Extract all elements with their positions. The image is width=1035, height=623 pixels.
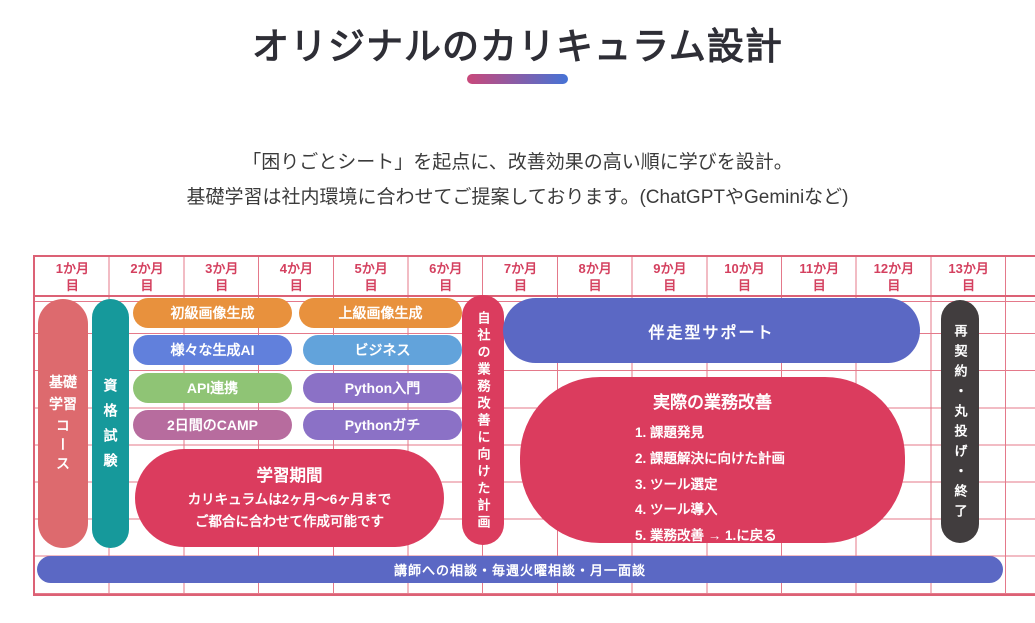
course-pill-advanced-image-generation: 上級画像生成 (299, 298, 462, 328)
business-improvement-step-4: 4. ツール導入 (635, 502, 718, 518)
page-title: オリジナルのカリキュラム設計 (252, 26, 783, 67)
course-pill-python-serious: Pythonガチ (303, 410, 462, 440)
month-header-5: 5か月 目 (354, 261, 388, 293)
learning-period-line-1: カリキュラムは2ヶ月〜6ヶ月まで (187, 492, 392, 507)
business-improvement-steps: 1. 課題発見 2. 課題解決に向けた計画 3. ツール選定 4. ツール導入 … (635, 420, 905, 549)
month-header-11: 11か月 目 (799, 261, 840, 293)
track-own-business-improvement-plan: 自社の業務改善に向けた計画 (462, 295, 504, 545)
month-header-9: 9か月 目 (653, 261, 687, 293)
month-header-row: 1か月 目 2か月 目 3か月 目 4か月 目 5か月 目 6か月 目 7か月 … (35, 257, 1035, 297)
accompanying-support-bar: 伴走型サポート (503, 298, 920, 363)
learning-period-blob: 学習期間 カリキュラムは2ヶ月〜6ヶ月まで ご都合に合わせて作成可能です (135, 449, 444, 547)
learning-period-line-2: ご都合に合わせて作成可能です (195, 514, 384, 529)
business-improvement-step-1: 1. 課題発見 (635, 425, 705, 440)
course-pill-business: ビジネス (303, 335, 462, 365)
month-header-12: 12か月 目 (873, 261, 915, 293)
instructor-consultation-bar: 講師への相談・毎週火曜相談・月一面談 (37, 556, 1003, 583)
course-pill-python-intro: Python入門 (303, 373, 462, 403)
month-header-3: 3か月 目 (205, 261, 239, 293)
business-improvement-step-2: 2. 課題解決に向けた計画 (635, 450, 786, 466)
track-own-business-improvement-plan-label: 自社の業務改善に向けた計画 (475, 311, 491, 532)
track-recontract-outsource-end-label: 再契約・丸投げ・終了 (952, 323, 968, 524)
track-certification-exam-label: 資格試験 (102, 377, 119, 478)
course-pill-beginner-image-generation: 初級画像生成 (133, 298, 292, 328)
month-header-6: 6か月 目 (429, 261, 463, 293)
title-underline-divider (467, 74, 568, 84)
course-pill-api-integration: API連携 (133, 373, 292, 403)
month-header-13: 13か月 目 (948, 261, 989, 293)
track-certification-exam: 資格試験 (92, 299, 129, 548)
subtitle-line-1: 「困りごとシート」を起点に、改善効果の高い順に学びを設計。 (242, 152, 793, 173)
track-recontract-outsource-end: 再契約・丸投げ・終了 (941, 300, 979, 543)
month-header-1: 1か月 目 (55, 261, 89, 293)
subtitle-line-2: 基礎学習は社内環境に合わせてご提案しております。(ChatGPTやGeminiな… (186, 187, 849, 208)
business-improvement-title: 実際の業務改善 (653, 393, 772, 412)
course-pill-various-generative-ai: 様々な生成AI (133, 335, 292, 365)
month-header-4: 4か月 目 (279, 261, 314, 293)
month-header-7: 7か月 目 (503, 261, 538, 293)
business-improvement-step-3: 3. ツール選定 (635, 476, 718, 492)
learning-period-title: 学習期間 (256, 467, 323, 485)
track-basic-learning-course-label-tail: コース (55, 418, 71, 476)
month-header-8: 8か月 目 (578, 261, 612, 293)
track-basic-learning-course: 基礎学習 コース (38, 299, 88, 548)
business-improvement-blob: 実際の業務改善 1. 課題発見 2. 課題解決に向けた計画 3. ツール選定 4… (520, 377, 905, 543)
month-header-10: 10か月 目 (724, 261, 765, 293)
month-header-2: 2か月 目 (130, 261, 164, 293)
course-pill-two-day-camp: 2日間のCAMP (133, 410, 292, 440)
business-improvement-step-5: 5. 業務改善 → 1.に戻る (635, 528, 777, 544)
track-basic-learning-course-label-head: 基礎学習 (49, 373, 77, 412)
